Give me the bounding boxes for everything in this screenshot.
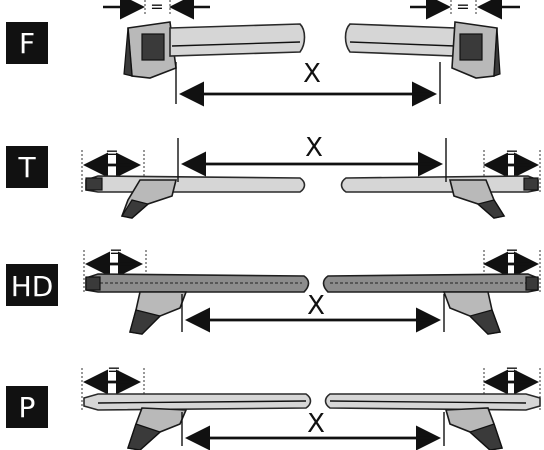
bar-left-f bbox=[169, 23, 306, 57]
bar-right-t bbox=[340, 175, 539, 193]
row-hd: HD = = X bbox=[6, 242, 541, 335]
badge-f bbox=[6, 22, 48, 64]
equal-label-right-t: = bbox=[505, 143, 518, 162]
measure-label-hd: X bbox=[307, 291, 325, 321]
badge-t bbox=[6, 146, 48, 188]
bar-left-t bbox=[85, 175, 306, 193]
measure-label-t: X bbox=[305, 133, 323, 163]
badge-hd bbox=[6, 264, 58, 306]
badge-p-label: P bbox=[19, 391, 36, 424]
badge-hd-label: HD bbox=[11, 270, 54, 303]
badge-p bbox=[6, 386, 48, 428]
equal-label-right-hd: = bbox=[505, 242, 518, 261]
equal-label-left-t: = bbox=[105, 143, 118, 162]
bar-right-f bbox=[344, 23, 456, 57]
badge-f-label: F bbox=[19, 27, 35, 60]
equal-label-left-f: = bbox=[150, 0, 163, 16]
row-t: T = = X bbox=[6, 133, 541, 219]
equal-label-right-f: = bbox=[456, 0, 469, 16]
foot-left-f bbox=[123, 21, 177, 79]
equal-label-left-hd: = bbox=[109, 242, 122, 261]
foot-right-f bbox=[451, 21, 501, 79]
badge-t-label: T bbox=[17, 151, 36, 184]
measure-label-p: X bbox=[307, 409, 325, 439]
top-alignment-marks-right: = bbox=[410, 0, 520, 20]
row-p: P = = X bbox=[6, 360, 541, 450]
measure-label-f: X bbox=[303, 59, 321, 89]
equal-label-right-p: = bbox=[505, 360, 518, 379]
equal-label-left-p: = bbox=[107, 360, 120, 379]
top-alignment-marks-left: = bbox=[103, 0, 210, 20]
row-f: F = = bbox=[6, 0, 520, 107]
